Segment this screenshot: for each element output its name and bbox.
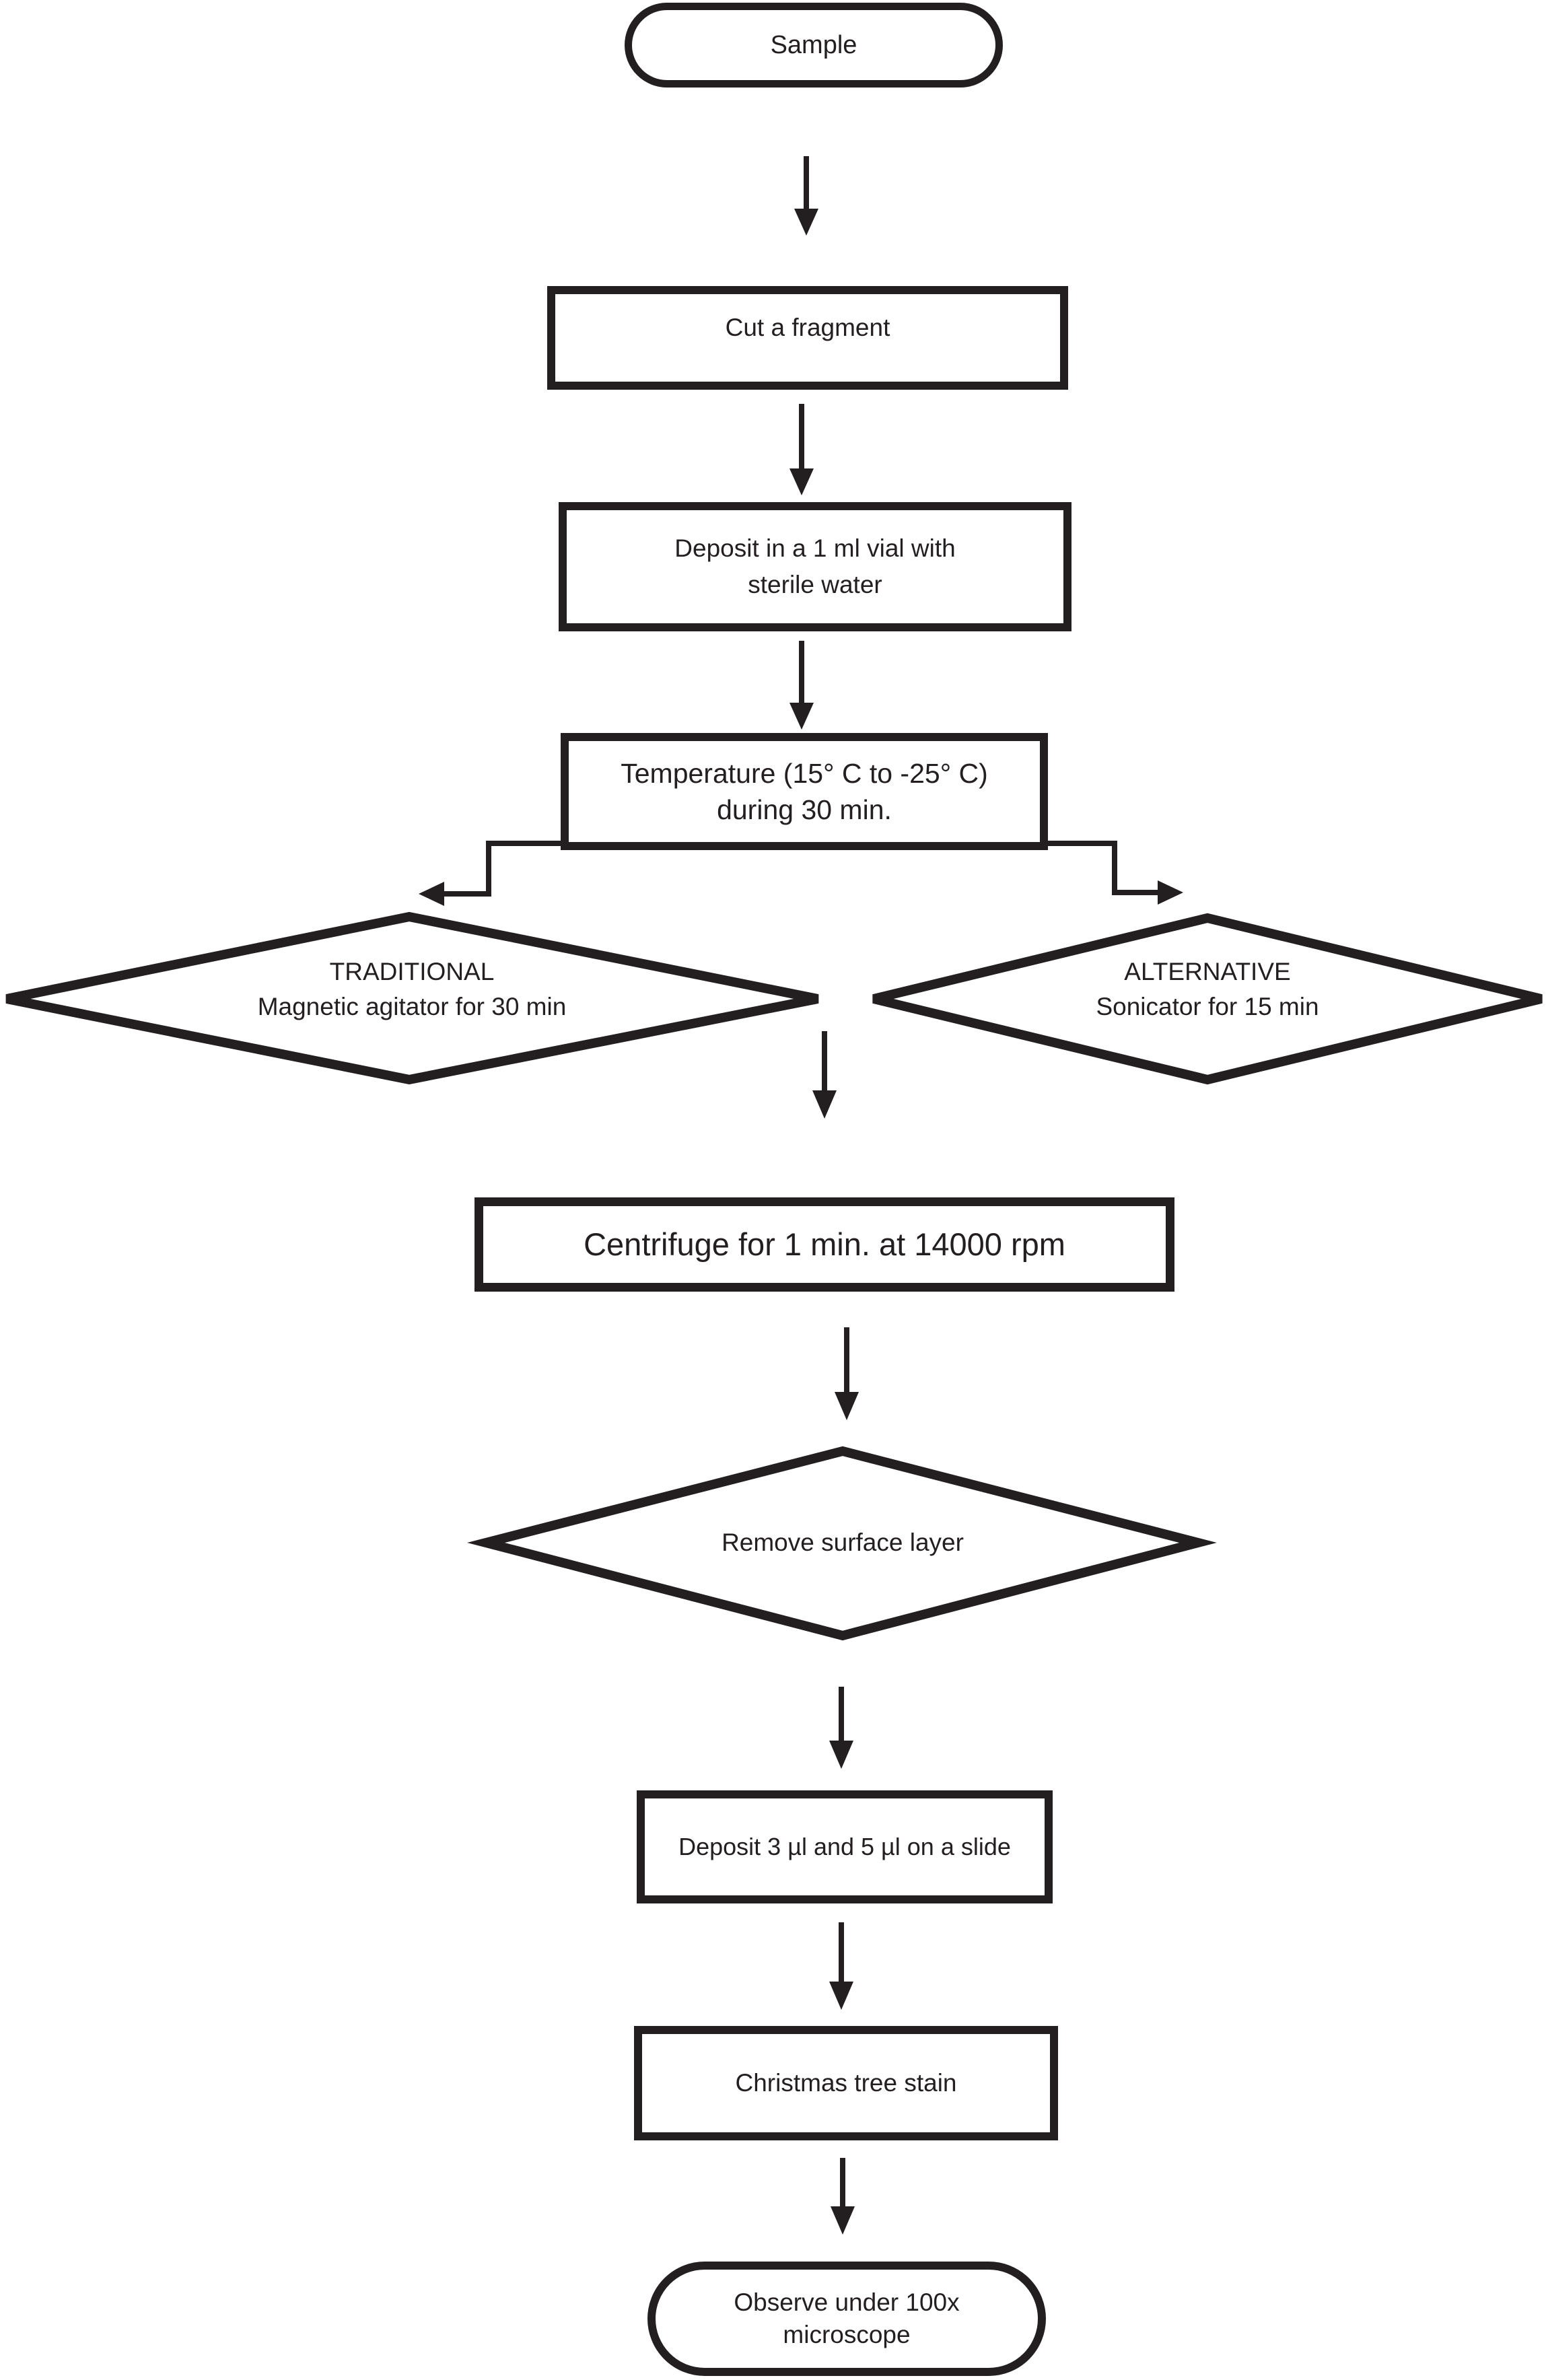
node-stain-label: Christmas tree stain <box>735 2069 957 2097</box>
node-centrifuge-label: Centrifuge for 1 min. at 14000 rpm <box>584 1226 1065 1262</box>
node-cut: Cut a fragment <box>547 286 1068 390</box>
diamond-remove-layer-shape <box>467 1446 1217 1641</box>
node-remove-layer-label: Remove surface layer <box>722 1525 964 1560</box>
node-observe: Observe under 100x microscope <box>647 2262 1046 2376</box>
node-traditional-line1: TRADITIONAL <box>329 958 495 985</box>
arrow-stain-to-observe <box>831 2158 855 2235</box>
arrow-remove-layer-to-deposit-slide <box>829 1687 853 1769</box>
diamond-traditional-shape <box>5 911 819 1085</box>
node-traditional-label: TRADITIONAL Magnetic agitator for 30 min <box>258 954 567 1024</box>
node-alternative-line2: Sonicator for 15 min <box>1096 993 1319 1020</box>
node-remove-layer-text: Remove surface layer <box>722 1529 964 1556</box>
node-centrifuge: Centrifuge for 1 min. at 14000 rpm <box>475 1197 1174 1292</box>
node-stain: Christmas tree stain <box>634 2026 1058 2140</box>
arrow-deposit-vial-to-temperature <box>789 641 814 730</box>
connector-temperature-to-alternative <box>1044 841 1183 905</box>
node-deposit-slide: Deposit 3 µl and 5 µl on a slide <box>637 1790 1053 1903</box>
arrow-cut-to-deposit-vial <box>789 404 814 495</box>
node-alternative-line1: ALTERNATIVE <box>1124 958 1291 985</box>
node-temperature-line1: Temperature (15° C to -25° C) <box>621 758 988 789</box>
node-traditional-line2: Magnetic agitator for 30 min <box>257 993 567 1020</box>
node-temperature-line2: during 30 min. <box>717 794 892 825</box>
node-deposit-vial-line2: sterile water <box>748 571 882 598</box>
arrow-diamonds-to-centrifuge <box>812 1031 837 1119</box>
node-deposit-vial-line1: Deposit in a 1 ml vial with <box>674 534 956 562</box>
node-sample: Sample <box>625 3 1003 88</box>
diamond-alternative-shape <box>872 913 1543 1085</box>
arrow-sample-to-cut <box>794 156 818 236</box>
node-temperature: Temperature (15° C to -25° C) during 30 … <box>561 733 1048 850</box>
node-cut-label: Cut a fragment <box>725 314 890 341</box>
connector-temperature-to-traditional <box>419 841 565 906</box>
node-sample-label: Sample <box>770 31 857 59</box>
node-observe-line2: microscope <box>783 2321 911 2348</box>
arrow-centrifuge-to-remove-layer <box>835 1327 859 1420</box>
node-observe-line1: Observe under 100x <box>734 2288 960 2316</box>
arrow-deposit-slide-to-stain <box>829 1922 853 2010</box>
node-alternative-label: ALTERNATIVE Sonicator for 15 min <box>1096 954 1319 1024</box>
node-deposit-vial: Deposit in a 1 ml vial with sterile wate… <box>559 502 1071 631</box>
node-deposit-slide-label: Deposit 3 µl and 5 µl on a slide <box>678 1833 1011 1860</box>
